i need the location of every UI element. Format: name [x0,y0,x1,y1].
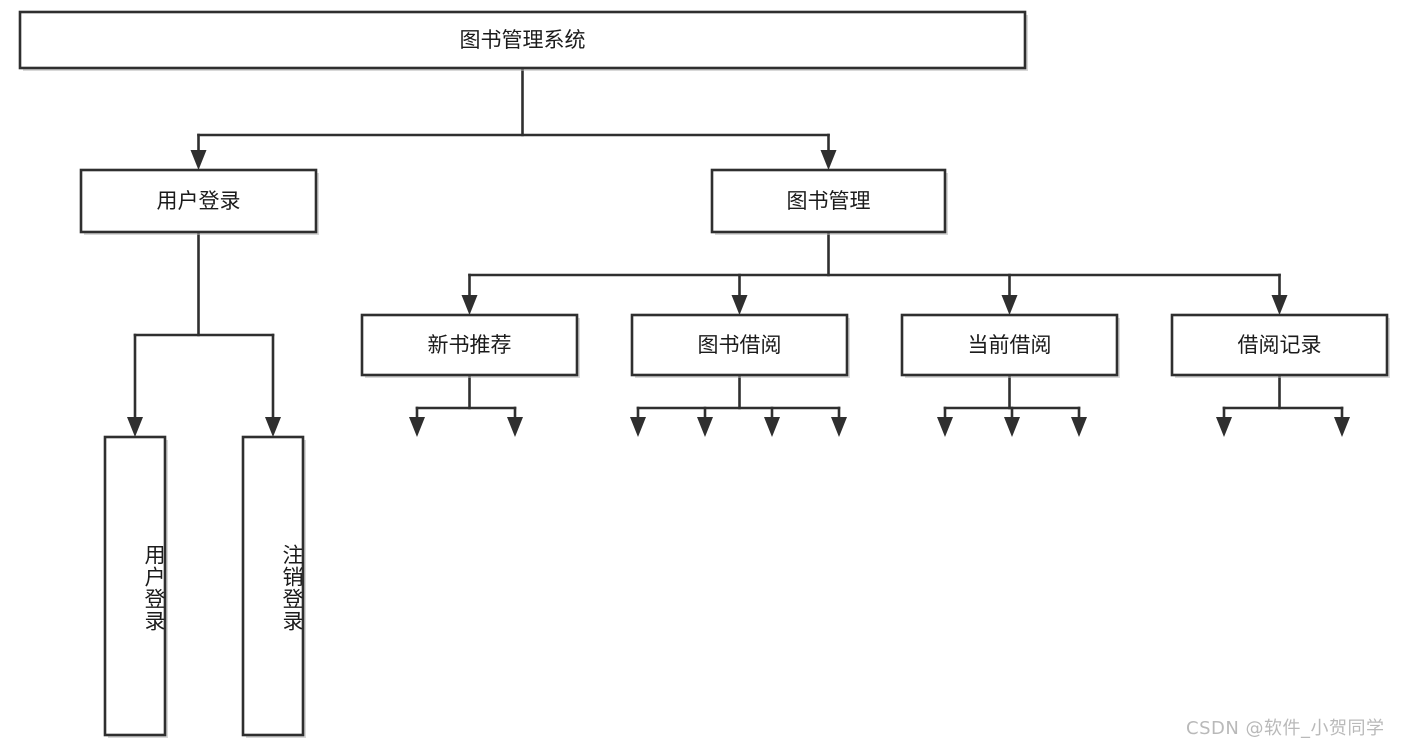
edge-borrow-record-query-borrow-record-arrow-icon [1334,417,1350,437]
node-box-user-logout[interactable] [241,435,305,737]
box-layer [18,10,1390,738]
edge-user-login-user-login-do-arrow-icon [127,417,143,437]
node-box-borrow-record[interactable] [1170,313,1389,377]
node-box-book-borrow[interactable] [630,313,849,377]
node-box-new-book-recommend[interactable] [360,313,579,377]
edge-book-manage-new-book-recommend-arrow-icon [461,295,478,315]
edge-book-borrow-add-book-admin-arrow-icon [697,417,713,437]
edge-root-book-manage-arrow-icon [820,150,837,170]
edge-borrow-record-add-borrow-record-arrow-icon [1216,417,1232,437]
edge-book-borrow-query-book-2-arrow-icon [630,417,646,437]
node-label-user-login: 用户登录 [157,189,241,213]
edge-book-borrow-borrow-book-2-arrow-icon [831,417,847,437]
node-label-book-manage: 图书管理 [787,189,871,213]
node-box-current-borrow[interactable] [900,313,1119,377]
node-box-user-login[interactable] [79,168,318,234]
edge-book-borrow-edit-book-admin-arrow-icon [764,417,780,437]
edge-book-manage-book-borrow-arrow-icon [731,295,748,315]
edge-current-borrow-return-book-arrow-icon [1004,417,1020,437]
edge-book-manage-current-borrow-arrow-icon [1001,295,1018,315]
node-box-book-manage[interactable] [710,168,947,234]
edge-current-borrow-query-book-3-arrow-icon [937,417,953,437]
node-label-borrow-record: 借阅记录 [1238,333,1322,357]
node-label-current-borrow: 当前借阅 [968,333,1052,357]
edge-user-login-user-logout-arrow-icon [265,417,281,437]
watermark: CSDN @软件_小贺同学 [1186,718,1385,739]
node-label-book-borrow: 图书借阅 [698,333,782,357]
edge-new-book-recommend-query-book-1-arrow-icon [409,417,425,437]
node-box-user-login-do[interactable] [103,435,167,737]
connector-layer [127,66,1350,437]
edge-new-book-recommend-borrow-book-1-arrow-icon [507,417,523,437]
node-label-new-book-recommend: 新书推荐 [428,333,512,357]
node-label-root: 图书管理系统 [460,28,586,52]
edge-current-borrow-confirm-return-admin-arrow-icon [1071,417,1087,437]
edge-book-manage-borrow-record-arrow-icon [1271,295,1288,315]
node-box-root[interactable] [18,10,1027,70]
edge-root-user-login-arrow-icon [190,150,207,170]
